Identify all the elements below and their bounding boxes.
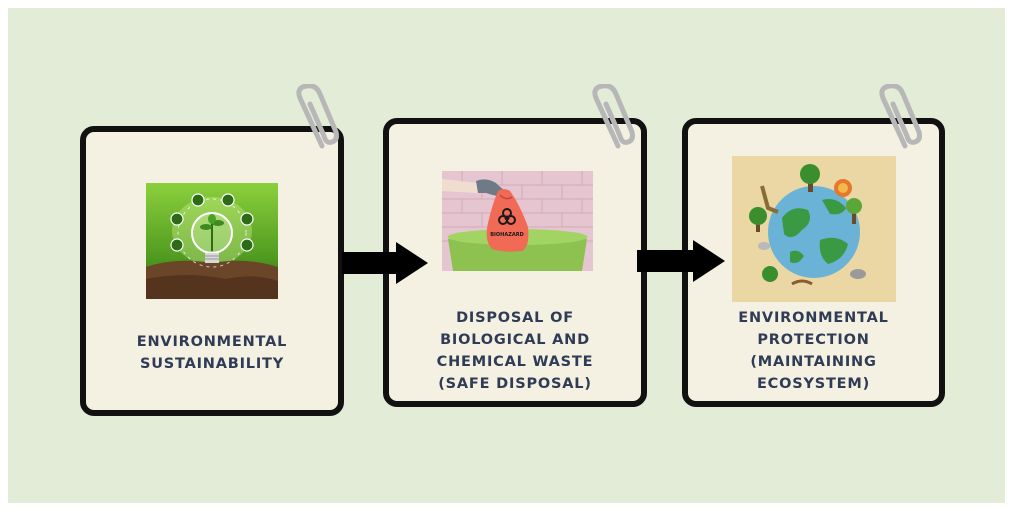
step-card-environmental-protection: ENVIRONMENTAL PROTECTION (MAINTAINING EC… xyxy=(682,118,945,407)
step-card-sustainability: ENVIRONMENTAL SUSTAINABILITY xyxy=(80,126,344,416)
step-label: ENVIRONMENTAL SUSTAINABILITY xyxy=(136,334,288,372)
biohazard-bag-icon: BIOHAZARD xyxy=(442,171,593,271)
biohazard-text: BIOHAZARD xyxy=(490,232,523,238)
light-bulb-plant-icon xyxy=(146,183,278,299)
step-label: ENVIRONMENTAL PROTECTION (MAINTAINING EC… xyxy=(738,310,889,392)
paperclip-icon xyxy=(879,84,922,149)
paperclip-icon xyxy=(592,84,635,149)
paperclip-icon xyxy=(296,84,339,149)
step-label: DISPOSAL OF BIOLOGICAL AND CHEMICAL WAST… xyxy=(436,310,594,392)
arrow-right-icon xyxy=(637,240,725,282)
earth-ecosystem-icon xyxy=(732,156,896,302)
arrow-right-icon xyxy=(342,242,428,284)
flow-diagram: ENVIRONMENTAL SUSTAINABILITY xyxy=(8,8,1005,503)
